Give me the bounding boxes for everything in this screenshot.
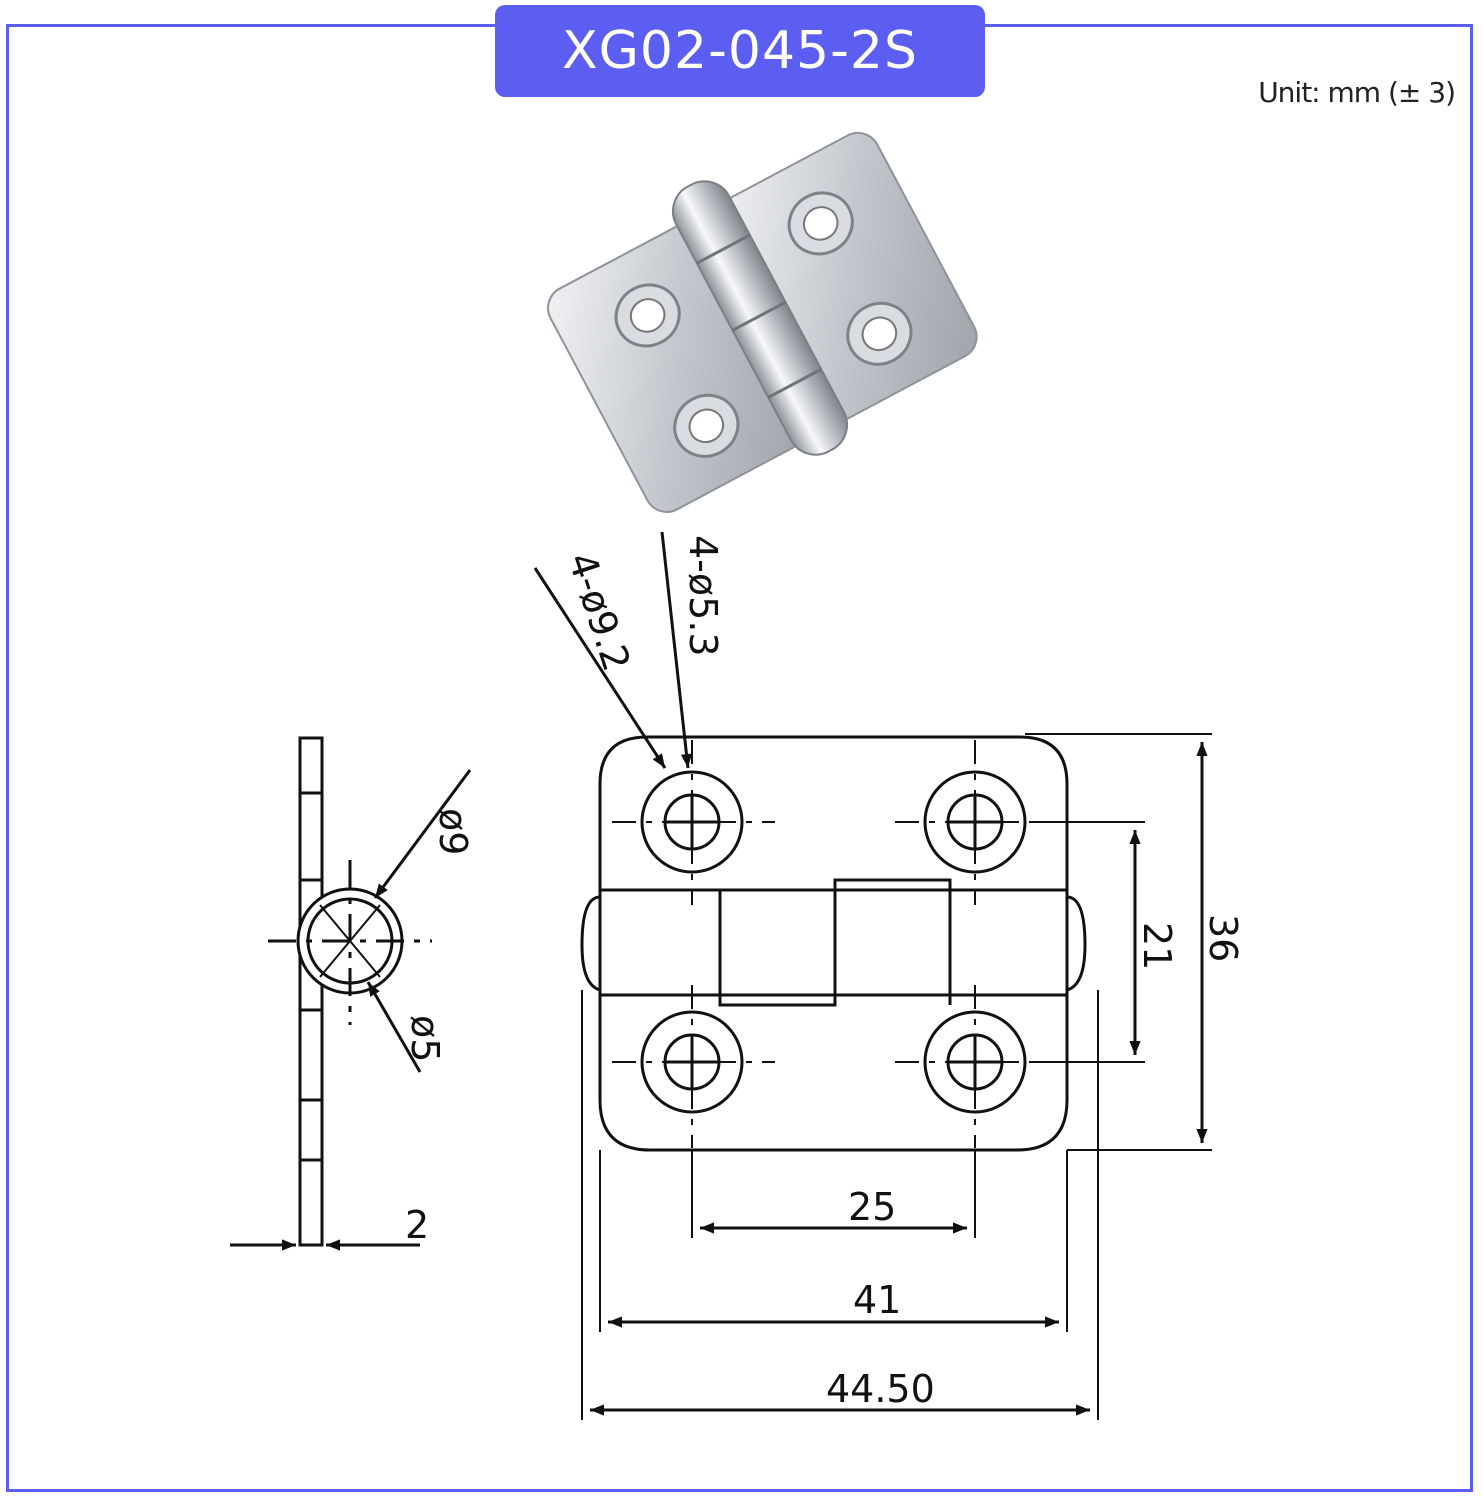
model-title-badge: XG02-045-2S xyxy=(495,5,985,97)
side-view-leaf xyxy=(298,736,324,1247)
center-lines xyxy=(612,740,1058,1148)
pin-cap-right xyxy=(1066,895,1087,992)
overall-height-label: 36 xyxy=(1201,914,1245,962)
through-hole-callout: 4-ø5.3 xyxy=(681,535,725,657)
pin-cap-left xyxy=(580,895,601,992)
leaf-width-label: 41 xyxy=(853,1278,901,1322)
pin-outer-diameter-label: ø9 xyxy=(431,808,475,855)
lower-leaf-outline xyxy=(598,993,1069,1152)
countersink-callout: 4-ø9.2 xyxy=(559,547,638,676)
hole-pitch-vertical-label: 21 xyxy=(1135,922,1179,970)
knuckle-segments xyxy=(718,878,952,1007)
pin-inner-diameter-label: ø5 xyxy=(403,1015,447,1062)
side-view xyxy=(230,736,472,1251)
front-view xyxy=(533,531,1212,1420)
overall-width-label: 44.50 xyxy=(826,1367,935,1411)
unit-note: Unit: mm (± 3) xyxy=(1258,76,1456,109)
hole-pitch-horizontal-label: 25 xyxy=(848,1185,896,1229)
thickness-label: 2 xyxy=(405,1203,429,1247)
hinge-product-photo xyxy=(547,131,978,513)
